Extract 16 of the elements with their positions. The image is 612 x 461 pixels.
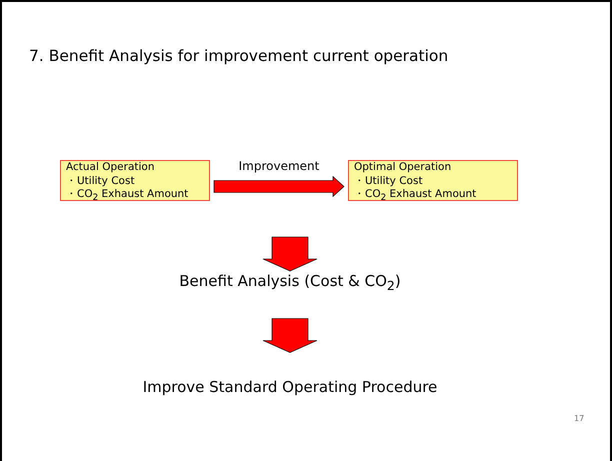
page-number: 17 — [574, 414, 584, 423]
block-arrow — [262, 318, 318, 353]
slide-title: 7. Benefit Analysis for improvement current operation — [29, 47, 448, 65]
box-heading: Optimal Operation — [354, 161, 452, 174]
text-box — [348, 160, 518, 201]
bullet-item: ・Utility Cost — [354, 174, 424, 188]
block-arrow — [214, 176, 344, 198]
text-box — [60, 160, 210, 201]
bullet-item: ・CO$_{2}$ Exhaust Amount — [354, 188, 478, 206]
block-arrow — [262, 236, 318, 272]
bullet-item: ・CO$_{2}$ Exhaust Amount — [66, 188, 190, 206]
box-heading: Actual Operation — [66, 161, 156, 174]
flow-step-text: Improve Standard Operating Procedure — [142, 378, 438, 396]
flow-step-text: Benefit Analysis (Cost & CO$_{2}$) — [179, 272, 401, 293]
bullet-item: ・Utility Cost — [66, 174, 136, 188]
edge-label: Improvement — [238, 158, 320, 172]
